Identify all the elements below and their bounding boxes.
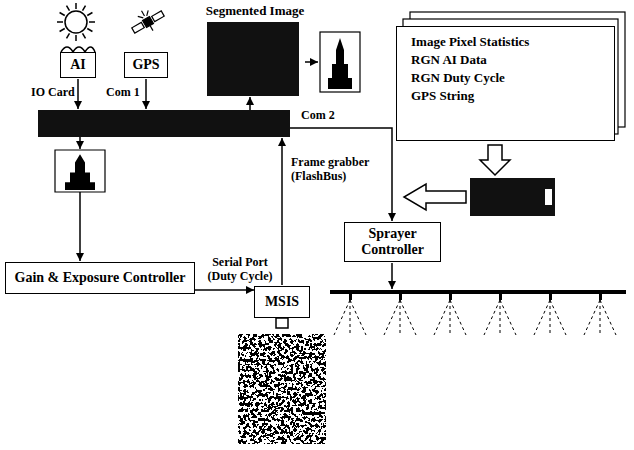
panel-heading: Segmented Image [203,4,307,19]
hollow-arrow [480,145,510,175]
spray-boom [330,290,626,335]
camera-lens [276,318,288,328]
port-label: Com 2 [300,109,336,123]
field-image [238,334,326,444]
histogram-icon [320,32,360,92]
connector-label: Serial Port (Duty Cycle) [199,256,281,284]
data-store-tab [545,189,552,205]
sensor-box: AI [60,52,96,78]
signal-connector [195,289,254,291]
controller-box: Gain & Exposure Controller [5,262,195,294]
box-label: AI [70,57,86,73]
camera-box: MSIS [254,286,310,318]
controller-box: Sprayer Controller [344,222,441,262]
box-label: Gain & Exposure Controller [15,270,186,286]
segmented-image [207,22,299,96]
record-field: GPS String [411,89,604,104]
record-field: RGN AI Data [411,53,604,68]
record-field: RGN Duty Cycle [411,71,604,86]
port-label: Com 1 [105,86,141,100]
histogram-icon [55,150,105,192]
data-store [470,178,555,216]
box-label: GPS [132,57,159,73]
computer-bar [38,110,290,137]
satellite-icon [127,2,168,39]
box-label: MSIS [265,294,299,310]
field-image [238,334,326,444]
data-record-page: Image Pixel StatisticsRGN AI DataRGN Dut… [396,26,615,141]
record-field: Image Pixel Statistics [411,35,604,50]
port-label: IO Card [30,86,76,100]
segmented-image-panel: Segmented Image [203,4,307,96]
sun-icon [57,3,95,41]
box-label: Sprayer Controller [351,226,434,258]
gps-box: GPS [124,52,167,78]
port-label: Frame grabber (FlashBus) [290,156,382,184]
hollow-arrow [404,184,466,210]
